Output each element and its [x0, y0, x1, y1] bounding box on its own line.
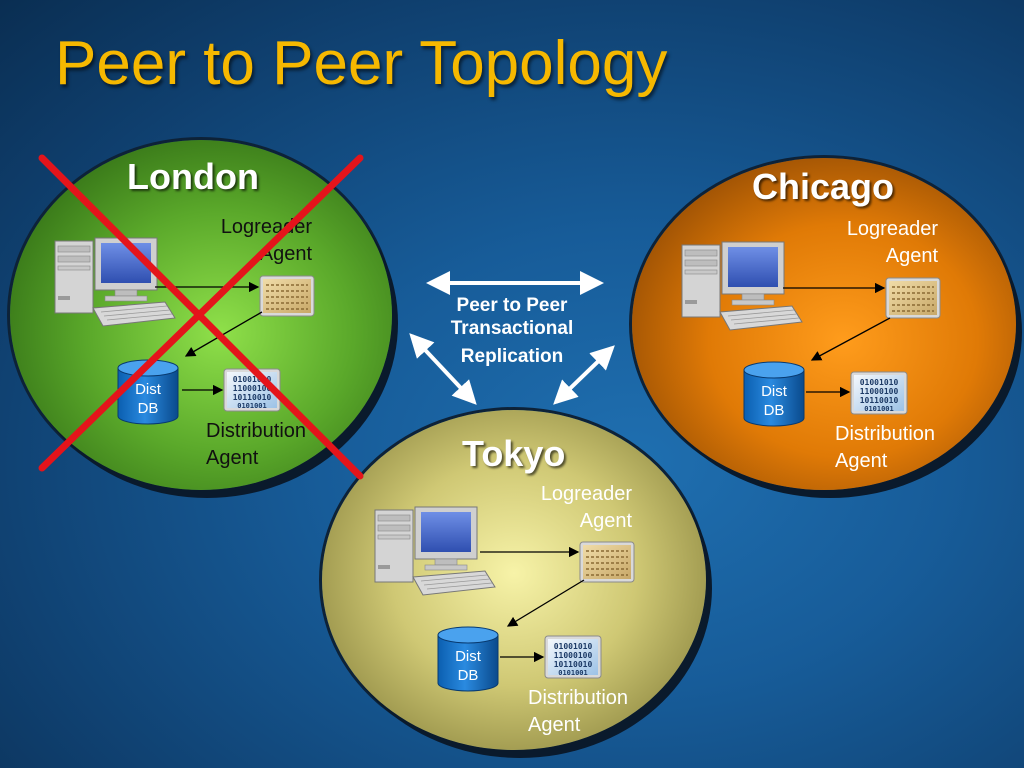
chicago-computer-icon [681, 241, 803, 331]
tokyo-logreader-icon [579, 541, 635, 583]
london-title: London [127, 156, 259, 197]
replication-caption: Peer to Peer Transactional Replication [432, 294, 592, 374]
chicago-site [632, 158, 1016, 490]
tokyo-title: Tokyo [462, 433, 566, 474]
chicago-distribution-icon [850, 371, 908, 415]
chicago-arrow-logreader-db [810, 317, 891, 361]
tokyo-distribution-icon [544, 635, 602, 679]
london-cross-line-2 [38, 154, 364, 472]
replication-arrow-london-tokyo [409, 333, 477, 405]
replication-caption-line-1: Peer to Peer [456, 295, 568, 316]
london-logreader-icon [259, 275, 315, 317]
replication-arrow-chicago-tokyo [553, 345, 615, 405]
chicago-logreader-icon [885, 277, 941, 319]
replication-caption-line-3: Replication [460, 346, 564, 367]
chicago-title: Chicago [752, 166, 895, 207]
replication-caption-line-2: Transactional [450, 318, 574, 339]
london-computer-icon [54, 237, 176, 327]
page-title: Peer to Peer Topology [55, 29, 668, 98]
london-arrow-logreader-db [184, 311, 263, 357]
tokyo-arrow-logreader-db [506, 579, 585, 627]
tokyo-computer-icon [374, 506, 496, 596]
